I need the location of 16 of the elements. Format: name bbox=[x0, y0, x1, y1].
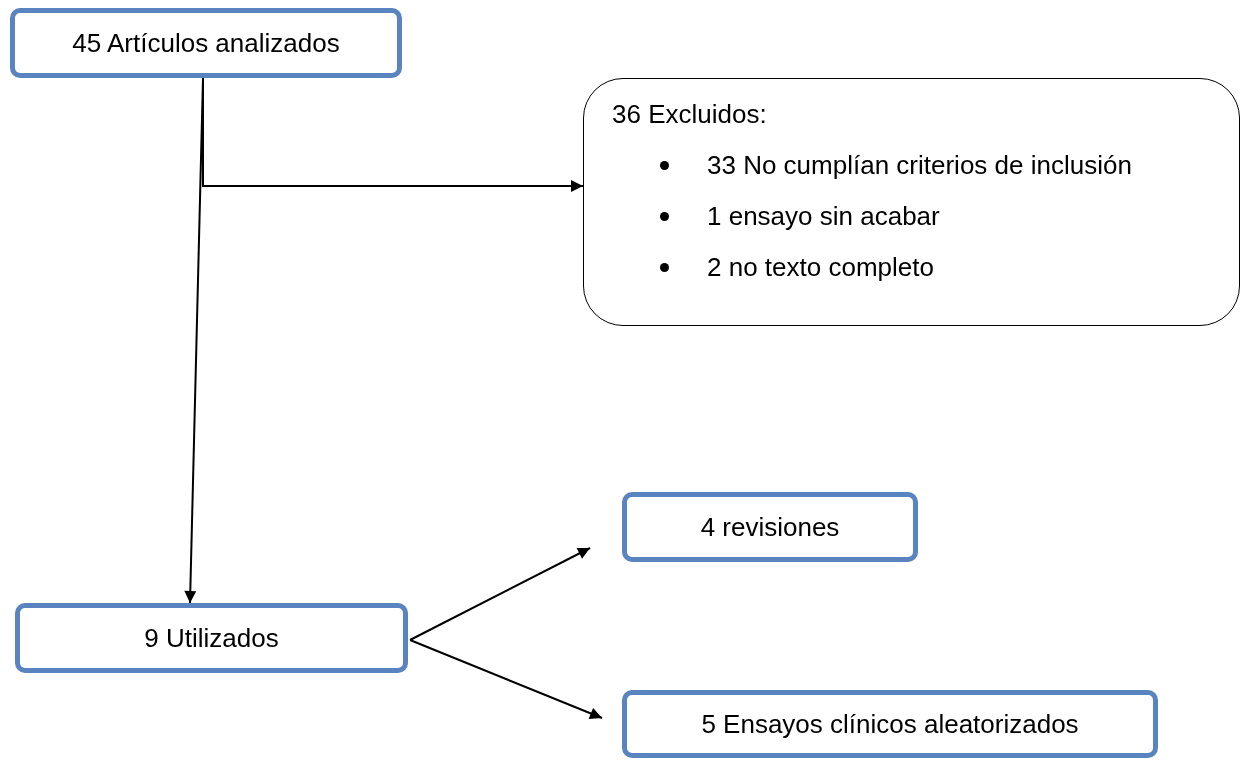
list-item: 1 ensayo sin acabar bbox=[707, 201, 940, 232]
list-item: 33 No cumplían criterios de inclusión bbox=[707, 150, 1132, 181]
box-label: 9 Utilizados bbox=[144, 622, 279, 653]
box-label: 45 Artículos analizados bbox=[72, 27, 340, 58]
box-heading: 36 Excluidos: bbox=[612, 99, 767, 129]
arrow bbox=[409, 547, 591, 641]
arrow bbox=[409, 639, 603, 720]
exclusion-box bbox=[583, 78, 1240, 326]
list-item: 2 no texto completo bbox=[707, 252, 934, 283]
box-label: 5 Ensayos clínicos aleatorizados bbox=[701, 708, 1079, 739]
box-label: 4 revisiones bbox=[700, 511, 840, 542]
process-box bbox=[622, 492, 918, 562]
arrow bbox=[202, 77, 584, 192]
process-box bbox=[10, 8, 402, 78]
process-box bbox=[15, 603, 408, 673]
process-box bbox=[622, 690, 1158, 758]
